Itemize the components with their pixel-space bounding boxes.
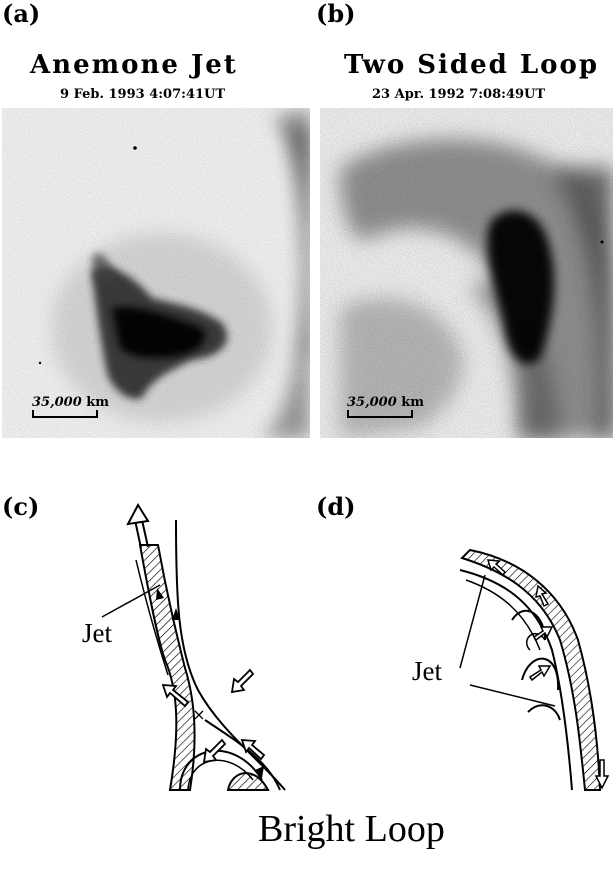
anemone-jet-image: [2, 108, 310, 438]
panel-a-scale: 35,000 km: [32, 396, 109, 409]
panel-b-tag: (b): [316, 2, 356, 26]
panel-a-date: 9 Feb. 1993 4:07:41UT: [60, 88, 225, 101]
flow-arrow-d-lower: [530, 666, 550, 680]
panel-a-scale-unit: km: [86, 395, 109, 410]
panel-b-scale-value: 35,000: [347, 395, 397, 410]
two-sided-loop-image: [320, 108, 613, 438]
x-point-marker: ×: [192, 705, 205, 724]
panel-a-scale-bar: [32, 410, 98, 418]
panel-b-scale-unit: km: [401, 395, 424, 410]
panel-c-schematic: × Jet: [0, 495, 320, 825]
panel-d-schematic: Jet: [320, 495, 613, 825]
panel-b-date: 23 Apr. 1992 7:08:49UT: [372, 88, 545, 101]
panel-b-scale: 35,000 km: [347, 396, 424, 409]
panel-a-title: Anemone Jet: [30, 52, 238, 78]
panel-b-scale-bar: [347, 410, 413, 418]
inflow-arrow-upper-right: [232, 670, 253, 692]
panel-a-scale-value: 35,000: [32, 395, 82, 410]
panel-b-title: Two Sided Loop: [344, 52, 599, 78]
panel-c-jet-label: Jet: [82, 620, 112, 647]
panel-a-tag: (a): [2, 2, 40, 26]
bright-loop-caption: Bright Loop: [258, 810, 445, 848]
jet-strip-c: [140, 545, 195, 790]
panel-d-jet-label: Jet: [412, 658, 442, 685]
